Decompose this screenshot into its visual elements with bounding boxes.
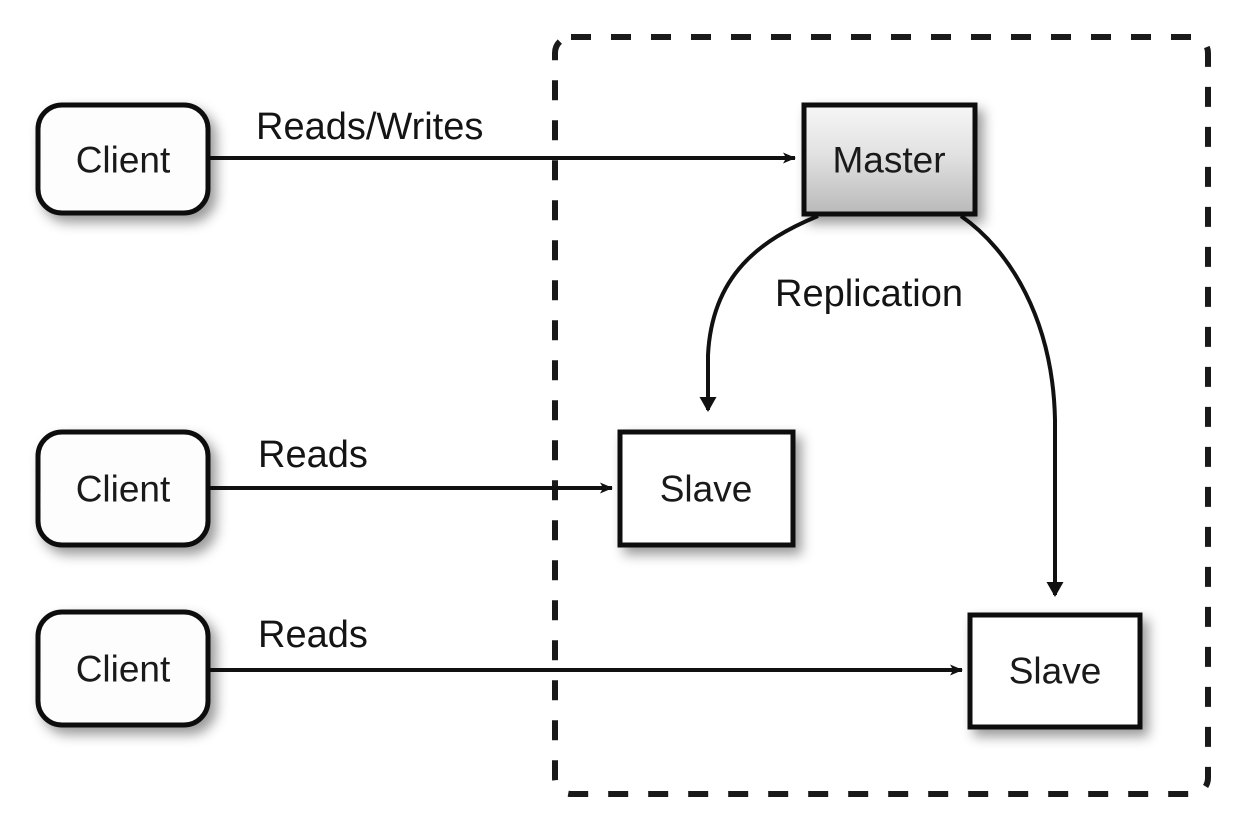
edge-label-reads-slave1: Reads [258, 434, 368, 476]
edge-label-replication: Replication [775, 273, 963, 315]
node-slave-2[interactable]: Slave [967, 612, 1143, 730]
replication-cluster-boundary [552, 34, 1211, 797]
client-1-box[interactable] [35, 102, 211, 216]
slave-2-box[interactable] [967, 612, 1143, 730]
client-2-label: Client [76, 469, 171, 510]
master-label: Master [832, 140, 945, 181]
client-1-label: Client [76, 140, 171, 181]
client-3-box[interactable] [35, 609, 211, 728]
edge-label-reads-writes: Reads/Writes [256, 106, 483, 148]
node-client-1[interactable]: Client [35, 102, 211, 216]
slave-1-label: Slave [660, 469, 753, 510]
edge-label-reads-slave2: Reads [258, 614, 368, 656]
edge-master-slave1-curve [699, 214, 819, 412]
slave-2-label: Slave [1009, 651, 1102, 692]
node-master[interactable]: Master [801, 102, 978, 217]
node-client-3[interactable]: Client [35, 609, 211, 728]
client-2-box[interactable] [35, 429, 211, 548]
edge-master-slave2-curve [959, 214, 1064, 597]
node-slave-1[interactable]: Slave [617, 429, 796, 548]
master-box[interactable] [801, 102, 978, 217]
node-client-2[interactable]: Client [35, 429, 211, 548]
client-3-label: Client [76, 649, 171, 690]
slave-1-box[interactable] [617, 429, 796, 548]
